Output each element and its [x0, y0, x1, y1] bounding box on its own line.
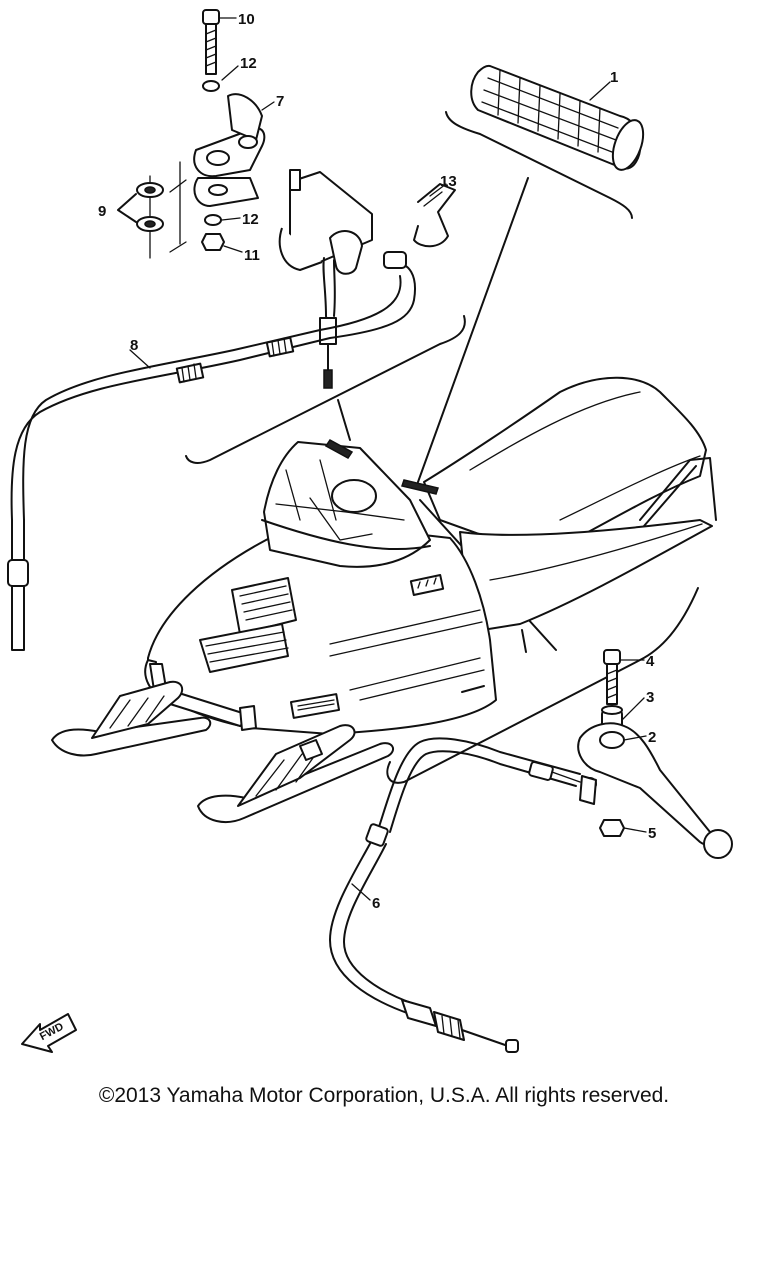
part-5-nut: [599, 819, 625, 837]
ski-right: [197, 724, 395, 823]
callout-6: 6: [372, 895, 380, 912]
callout-3: 3: [646, 689, 654, 706]
copyright-notice: ©2013 Yamaha Motor Corporation, U.S.A. A…: [98, 1084, 670, 1107]
callout-10: 10: [238, 11, 255, 28]
part-10-bolt: [202, 9, 220, 75]
part-7-bracket: [193, 93, 266, 207]
part-4-bolt: [603, 649, 621, 705]
leader-bracket-left: [185, 315, 466, 464]
fwd-arrow-icon: FWD: [21, 1013, 77, 1053]
part-12-washer-lower: [204, 214, 222, 226]
callout-12-upper: 12: [240, 55, 257, 72]
snowmobile-body: [144, 376, 717, 735]
callout-7: 7: [276, 93, 284, 110]
part-13-clip: [413, 183, 456, 248]
callout-9: 9: [98, 203, 106, 220]
callout-2: 2: [648, 729, 656, 746]
callout-8: 8: [130, 337, 138, 354]
callout-13: 13: [440, 173, 457, 190]
callout-leaders: [129, 17, 647, 901]
ski-left: [51, 680, 212, 757]
part-9-grommets: [117, 161, 181, 259]
leader-line-grip: [417, 177, 529, 483]
parts-diagram: FWD 10 12 7 1 13 9 12 11 8 4 3 2 5 6: [7, 9, 733, 1053]
callout-5: 5: [648, 825, 656, 842]
switch-housing: [169, 169, 373, 389]
callout-4: 4: [646, 653, 655, 670]
part-11-nut: [201, 233, 225, 251]
part-12-washer-upper: [202, 80, 220, 92]
callout-numbers: 10 12 7 1 13 9 12 11 8 4 3 2 5 6: [98, 11, 656, 912]
part-8-throttle-cable: [7, 251, 416, 651]
callout-11: 11: [244, 247, 260, 264]
part-2-brake-lever: [577, 722, 733, 859]
part-1-grip: [445, 64, 645, 219]
callout-1: 1: [610, 69, 618, 86]
callout-12-lower: 12: [242, 211, 259, 228]
part-6-brake-cable: [329, 737, 597, 1053]
leader-line-switch: [337, 399, 351, 441]
